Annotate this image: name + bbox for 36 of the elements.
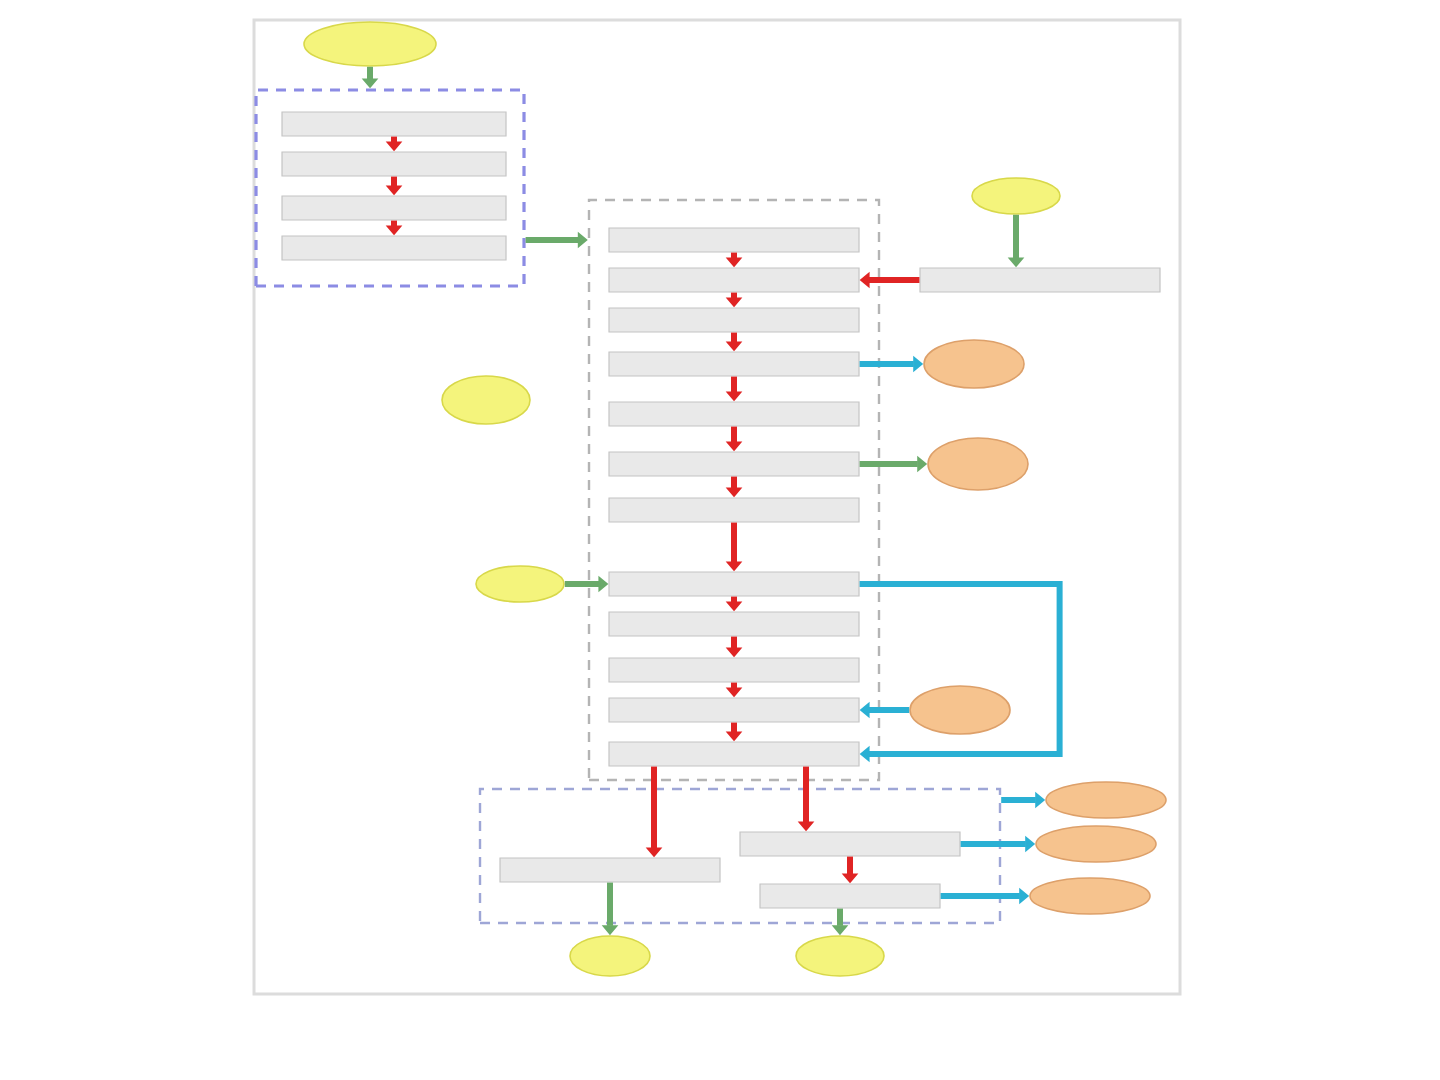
process-bar xyxy=(608,307,860,333)
oval xyxy=(909,685,1011,735)
process-bar xyxy=(608,571,860,597)
process-bar xyxy=(499,857,721,883)
oval xyxy=(1029,877,1151,915)
oval xyxy=(923,339,1025,389)
arrow xyxy=(859,581,1063,763)
oval xyxy=(1035,825,1157,863)
oval xyxy=(927,437,1029,491)
oval xyxy=(475,565,565,603)
process-bar xyxy=(608,401,860,427)
process-bar xyxy=(739,831,961,857)
process-bar xyxy=(919,267,1161,293)
oval xyxy=(441,375,531,425)
dashed-group-box xyxy=(478,787,1002,925)
process-bar xyxy=(281,235,507,261)
oval xyxy=(1045,781,1167,819)
dashed-group-box xyxy=(587,198,881,782)
process-bar xyxy=(608,227,860,253)
process-bar xyxy=(281,151,507,177)
process-bar xyxy=(759,883,941,909)
process-bar xyxy=(281,111,507,137)
oval xyxy=(569,935,651,977)
process-bar xyxy=(608,611,860,637)
process-bar xyxy=(608,697,860,723)
process-bar xyxy=(281,195,507,221)
oval xyxy=(303,21,437,67)
process-bar xyxy=(608,741,860,767)
process-bar xyxy=(608,657,860,683)
dashed-group-box xyxy=(254,88,526,288)
process-bar xyxy=(608,497,860,523)
process-bar xyxy=(608,267,860,293)
process-bar xyxy=(608,351,860,377)
oval xyxy=(971,177,1061,215)
process-bar xyxy=(608,451,860,477)
oval xyxy=(795,935,885,977)
